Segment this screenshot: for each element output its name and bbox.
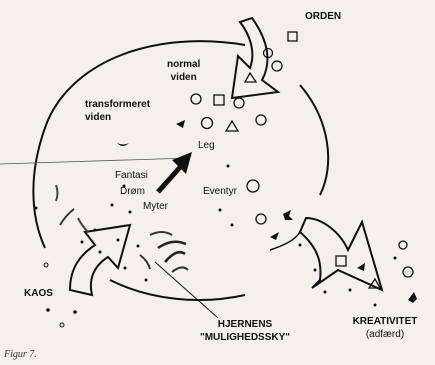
triangle-shape	[226, 121, 238, 131]
circle-shape	[191, 94, 201, 104]
blob-shape	[117, 143, 129, 146]
dot	[35, 207, 38, 210]
dot	[73, 310, 77, 314]
dot	[46, 308, 50, 312]
chaos-streak	[56, 185, 58, 201]
label-fantasi: Fantasi	[115, 171, 148, 181]
label-leg: Leg	[198, 141, 215, 151]
circle-shape	[234, 98, 244, 108]
dot	[231, 224, 234, 227]
dot	[374, 304, 377, 307]
chaos-streak	[172, 267, 188, 272]
figure-caption: Figur 7.	[4, 350, 37, 360]
dot	[299, 244, 302, 247]
dot	[145, 279, 148, 282]
dot	[349, 289, 352, 292]
label-eventyr: Eventyr	[203, 187, 237, 197]
hjernens-pointer	[155, 262, 218, 318]
label-orden: ORDEN	[305, 12, 341, 22]
dot	[94, 229, 97, 232]
dot	[129, 211, 132, 214]
label-normal-viden: normal viden	[167, 58, 200, 84]
blob-shape	[270, 232, 279, 240]
circle-shape	[256, 115, 266, 125]
orden-arrow	[232, 18, 278, 98]
chaos-streak	[78, 218, 88, 232]
circle-shape	[272, 61, 282, 71]
divider-line	[0, 158, 190, 164]
blob-shape	[176, 120, 185, 128]
label-drom: Drøm	[120, 187, 145, 197]
label-myter: Myter	[143, 202, 168, 212]
square-shape	[336, 256, 346, 266]
square-shape	[214, 95, 224, 105]
dot	[124, 267, 127, 270]
dot	[117, 239, 120, 242]
label-kaos: KAOS	[24, 289, 53, 299]
chaos-streak	[60, 209, 74, 225]
dot	[227, 165, 230, 168]
circle-shape	[403, 267, 413, 277]
chaos-streak	[140, 255, 150, 269]
blob-shape	[408, 292, 417, 303]
kreativitet-arrow	[300, 218, 382, 290]
brain-circle-bottom	[110, 280, 245, 300]
dot	[44, 263, 48, 267]
label-kreativitet: KREATIVITET (adfærd)	[340, 315, 430, 341]
leg-arrow-shaft	[158, 165, 182, 192]
dot	[219, 209, 222, 212]
circle-shape	[247, 180, 259, 192]
dot	[99, 251, 102, 254]
brain-circle-right	[300, 85, 328, 195]
circle-shape	[399, 241, 407, 249]
circle-shape	[256, 214, 266, 224]
dot	[314, 269, 317, 272]
dot	[137, 245, 140, 248]
chaos-streak	[165, 252, 185, 262]
blob-shape	[283, 210, 293, 220]
dot	[394, 257, 397, 260]
chaos-streak	[150, 232, 172, 235]
triangle-shape	[245, 73, 256, 82]
blob-shape	[357, 263, 365, 271]
label-hjernens-mulighedssky: HJERNENS "MULIGHEDSSKY"	[190, 318, 300, 344]
dot	[60, 323, 64, 327]
dot	[111, 204, 114, 207]
chaos-streak	[158, 242, 186, 248]
dot	[81, 241, 84, 244]
square-shape	[288, 32, 297, 41]
circle-shape	[202, 118, 213, 129]
label-transformeret-viden: transformeret viden	[85, 98, 150, 124]
dot	[324, 291, 327, 294]
